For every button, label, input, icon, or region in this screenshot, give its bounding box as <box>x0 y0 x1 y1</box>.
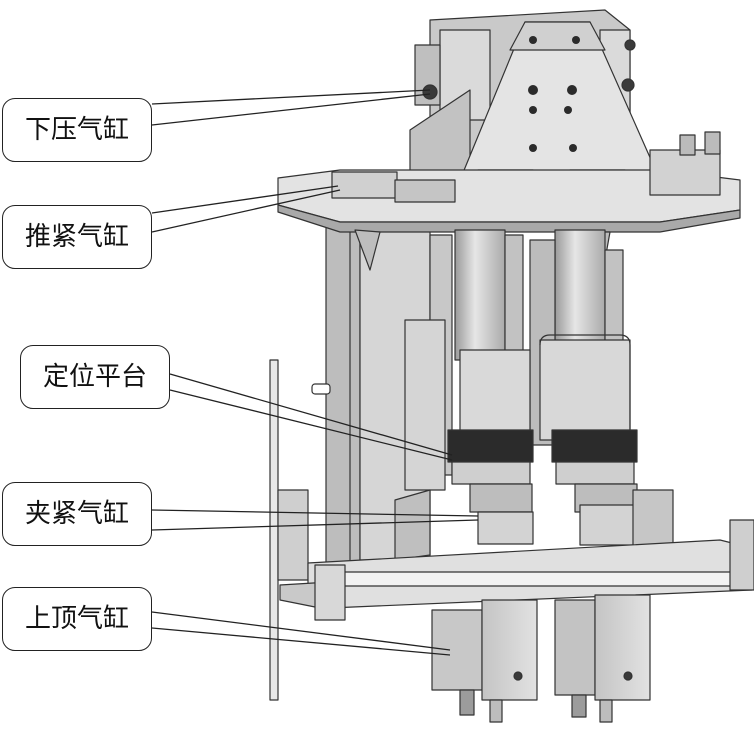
leader-line-clamp <box>151 509 479 517</box>
clamp-assemblies <box>394 483 674 561</box>
leader-line-platform <box>169 389 453 461</box>
leader-line-lift <box>151 611 451 651</box>
callout-push-tight-cylinder: 推紧气缸 <box>2 205 152 269</box>
leader-line-platform <box>169 373 453 456</box>
left-frame-plate <box>269 359 309 701</box>
leader-line-push-tight <box>151 185 339 214</box>
table-plate <box>277 131 741 271</box>
lower-rail <box>279 519 754 621</box>
callout-lift-cylinder: 上顶气缸 <box>2 587 152 651</box>
leader-line-clamp <box>151 519 479 531</box>
leader-line-down-press <box>151 93 431 126</box>
leader-lines <box>151 89 479 656</box>
lift-cylinders <box>431 594 651 723</box>
callout-clamp-cylinder: 夹紧气缸 <box>2 482 152 546</box>
leader-line-down-press <box>151 89 431 105</box>
leader-line-push-tight <box>151 189 341 233</box>
callout-positioning-platform: 定位平台 <box>20 345 170 409</box>
top-frame-assembly <box>409 9 661 206</box>
positioning-platforms <box>447 429 638 485</box>
callout-down-press-cylinder: 下压气缸 <box>2 98 152 162</box>
leader-line-lift <box>151 627 451 656</box>
